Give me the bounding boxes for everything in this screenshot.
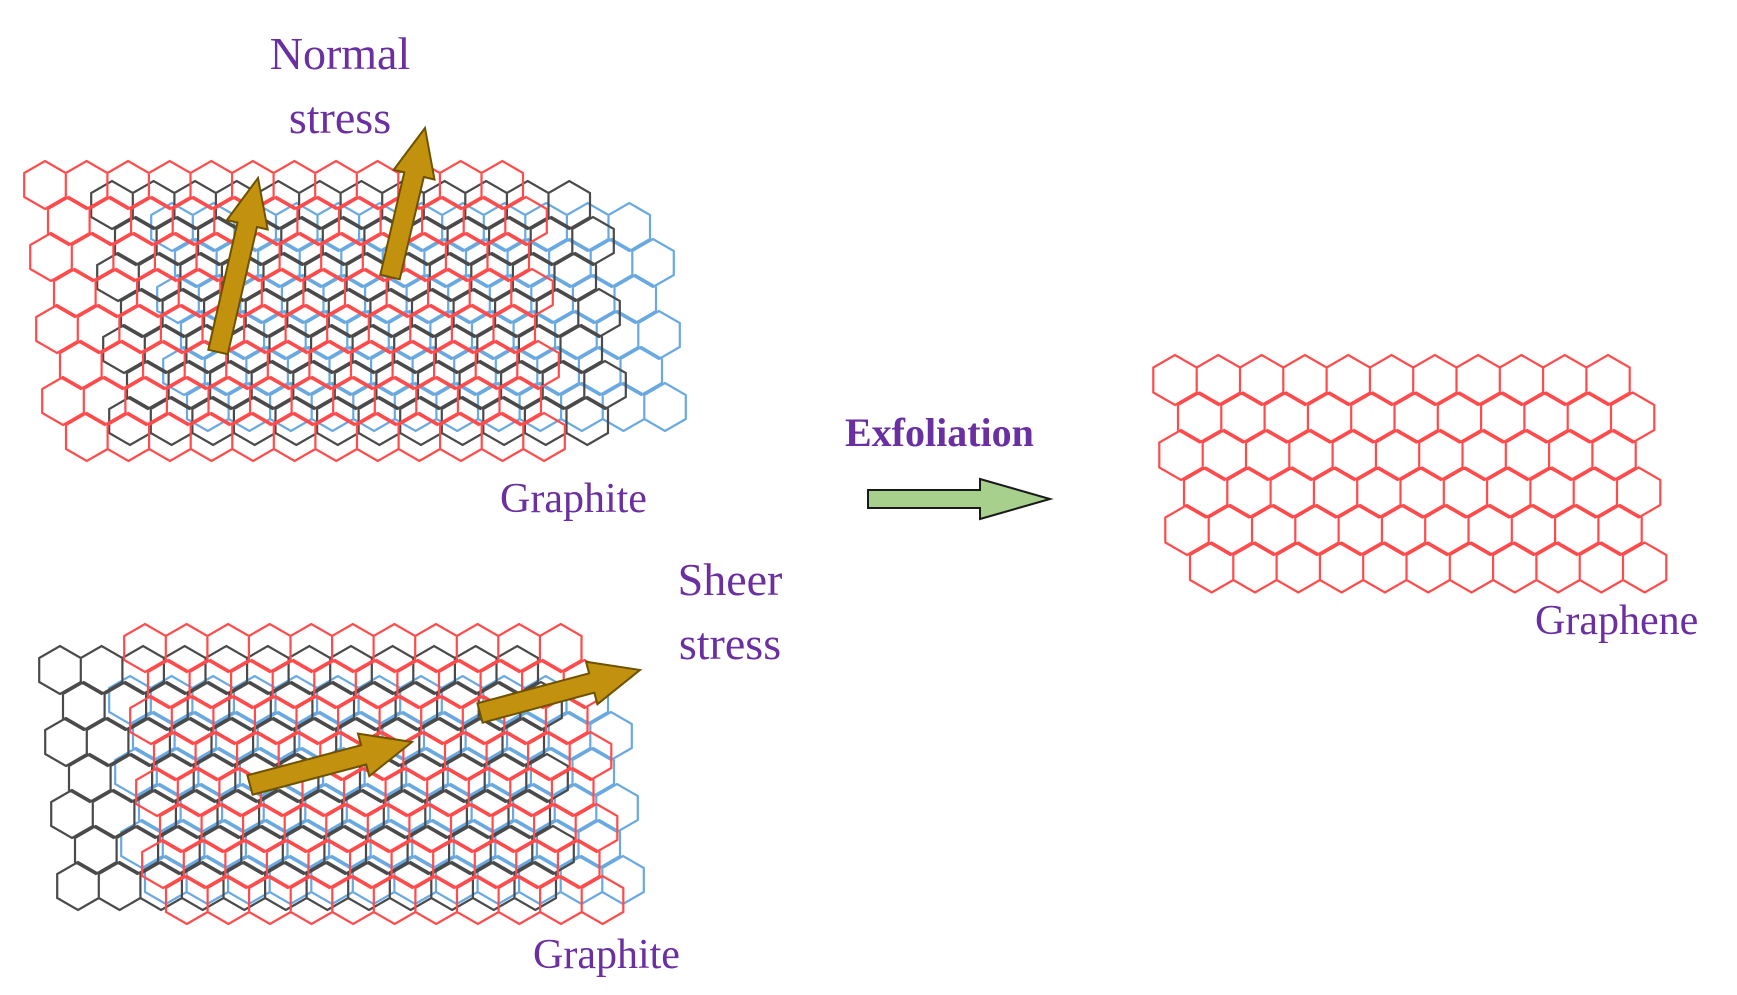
sheer-stress-arrow-2 <box>476 660 643 724</box>
graphite-top-layer-black <box>90 179 627 447</box>
arrows-layer <box>207 125 1054 796</box>
graphite-bottom-layer-black-cells <box>38 644 575 912</box>
normal-stress-arrow-1 <box>207 175 269 356</box>
sheer-stress-arrow-1 <box>246 732 415 796</box>
normal-stress-arrow-2 <box>379 125 436 281</box>
graphite-bottom-layer-blue <box>108 674 645 906</box>
sheer-stress-label-line2: stress <box>678 618 782 669</box>
graphite-bottom-layer-blue-cells <box>108 674 645 906</box>
graphite-label-bottom: Graphite <box>533 932 680 978</box>
sheer-stress-label-line1: Sheer <box>677 554 783 605</box>
graphene-layer-red <box>1152 353 1668 594</box>
graphene-label: Graphene <box>1535 598 1699 644</box>
graphene-lattice <box>1152 353 1668 594</box>
graphite-lattice-sheer-stress <box>38 622 645 926</box>
graphite-label-top: Graphite <box>500 476 647 522</box>
graphite-lattice-normal-stress <box>23 159 687 463</box>
exfoliation-arrow <box>867 477 1054 521</box>
sheer-stress-label: Sheer stress <box>640 548 820 676</box>
normal-stress-label-line1: Normal <box>269 28 411 79</box>
normal-stress-label: Normal stress <box>240 22 440 150</box>
graphene-layer-red-cells <box>1152 353 1668 594</box>
graphite-top-layer-blue-cells <box>150 201 687 433</box>
exfoliation-label: Exfoliation <box>845 410 1034 455</box>
normal-stress-label-line2: stress <box>288 92 392 143</box>
graphite-bottom-layer-black <box>38 644 575 912</box>
graphite-top-layer-blue <box>150 201 687 433</box>
graphite-top-layer-black-cells <box>90 179 627 447</box>
